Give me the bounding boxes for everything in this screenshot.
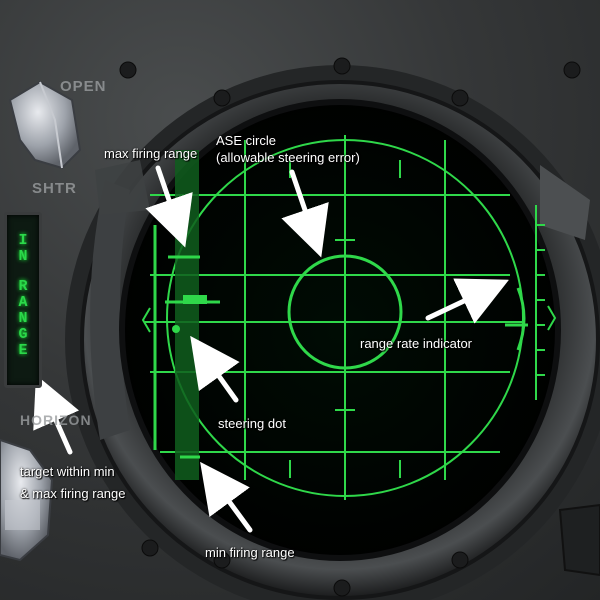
range-scale-band (175, 150, 199, 480)
label-shtr: SHTR (32, 180, 77, 197)
shutter-knob[interactable] (8, 80, 82, 170)
lamp-char (7, 265, 39, 279)
scope-screen (119, 99, 561, 561)
lamp-char: G (18, 326, 28, 343)
label-open: OPEN (60, 78, 107, 95)
annotation-arrows (33, 165, 510, 533)
annotation-ase-circle-line1: ASE circle (216, 133, 276, 148)
arrow-target-within-range (33, 374, 80, 455)
lamp-char: I (18, 232, 28, 249)
in-range-lamp: I N R A N G E (4, 212, 42, 388)
lower-knob[interactable] (0, 438, 54, 562)
lamp-char: R (18, 278, 28, 295)
lamp-char: N (18, 310, 28, 327)
bottom-right-knob[interactable] (558, 503, 600, 577)
lamp-char: A (18, 294, 28, 311)
arrow-min-firing-range (200, 461, 253, 533)
arrow-range-rate-indicator (425, 278, 510, 324)
label-horizon: HORIZON (20, 412, 92, 428)
bezel-screws (119, 57, 581, 597)
annotation-min-firing-range: min firing range (205, 545, 295, 560)
ase-circle (287, 254, 403, 370)
annotation-range-rate-indicator: range rate indicator (360, 336, 473, 351)
annotation-steering-dot: steering dot (218, 416, 286, 431)
lamp-char: E (18, 342, 28, 359)
arrow-ase-circle (281, 169, 329, 258)
arrow-max-firing-range (145, 165, 193, 248)
annotation-ase-circle-line2: (allowable steering error) (216, 150, 360, 165)
annotation-max-firing-range: max firing range (104, 146, 198, 161)
steering-dot (172, 325, 180, 333)
range-bar-marker (183, 295, 207, 304)
annotation-target-within-line1: target within min (20, 464, 115, 479)
range-rate-indicator (516, 287, 526, 351)
lamp-char: N (18, 248, 28, 265)
arrow-steering-dot (190, 335, 240, 403)
annotation-target-within-line2: & max firing range (20, 486, 126, 501)
